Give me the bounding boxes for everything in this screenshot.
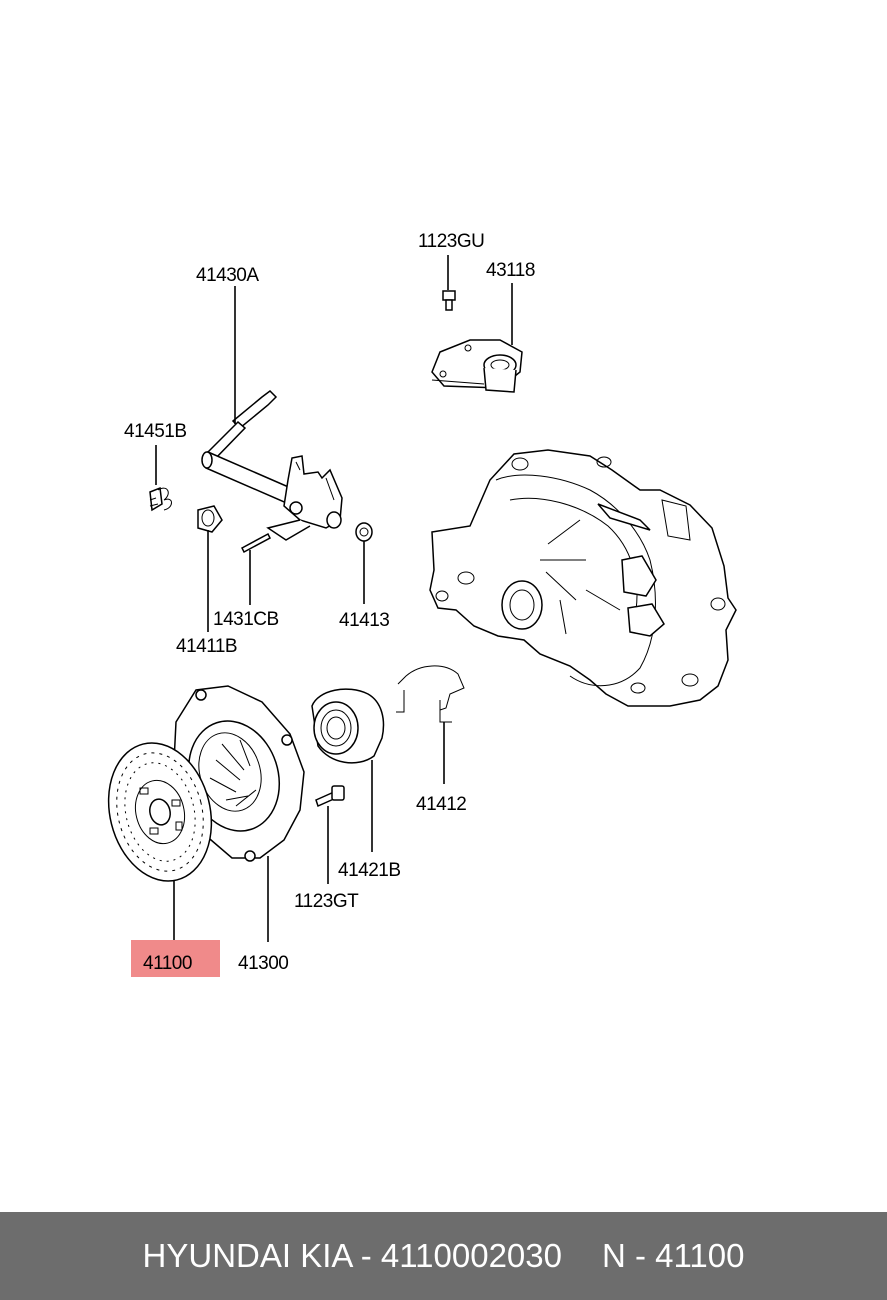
label-1123gu[interactable]: 1123GU bbox=[418, 231, 485, 252]
clutch-exploded-diagram: 1123GU 43118 41430A 41451B 1431CB 41413 … bbox=[107, 231, 737, 977]
part-41100-highlight bbox=[131, 940, 220, 977]
label-43118[interactable]: 43118 bbox=[486, 260, 535, 281]
label-41412[interactable]: 41412 bbox=[416, 794, 467, 815]
footer-reference-number: N - 41100 bbox=[601, 1237, 745, 1274]
label-41100[interactable]: 41100 bbox=[143, 953, 192, 974]
label-41451b[interactable]: 41451B bbox=[124, 421, 187, 442]
bolt-1123gt-drawing bbox=[315, 785, 345, 808]
label-41300[interactable]: 41300 bbox=[238, 953, 289, 974]
release-fork-41430a-drawing bbox=[201, 390, 343, 541]
label-1431cb[interactable]: 1431CB bbox=[213, 609, 279, 630]
bushing-41413-drawing bbox=[355, 522, 373, 542]
footer-bar: HYUNDAI KIA - 4110002030 N - 41100 bbox=[0, 1212, 887, 1300]
bracket-43118-drawing bbox=[431, 339, 523, 393]
label-41430a[interactable]: 41430A bbox=[196, 265, 260, 286]
transmission-housing-drawing bbox=[429, 449, 737, 707]
seal-41411b-drawing bbox=[197, 505, 223, 533]
release-bearing-41421b-drawing bbox=[311, 688, 385, 764]
label-41413[interactable]: 41413 bbox=[339, 610, 390, 631]
bolt-1123gu-drawing bbox=[442, 290, 456, 311]
spring-41451b-drawing bbox=[149, 486, 172, 512]
pin-1431cb-drawing bbox=[241, 532, 271, 554]
clutch-disc-41100-drawing bbox=[107, 742, 213, 882]
label-41411b[interactable]: 41411B bbox=[176, 636, 238, 657]
label-41421b[interactable]: 41421B bbox=[338, 860, 401, 881]
clip-41412-drawing bbox=[396, 665, 465, 723]
footer-brand-part-number: HYUNDAI KIA - 4110002030 bbox=[142, 1237, 562, 1274]
label-1123gt[interactable]: 1123GT bbox=[294, 891, 360, 912]
